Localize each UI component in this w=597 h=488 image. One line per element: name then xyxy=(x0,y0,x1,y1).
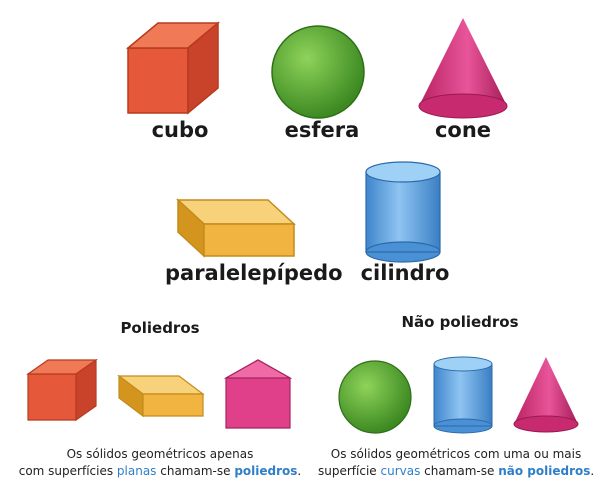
esfera-label: esfera xyxy=(284,118,360,142)
curvas-highlight: curvas xyxy=(380,464,421,478)
caption-text: chamam-se xyxy=(156,464,235,478)
cilindro-label: cilindro xyxy=(360,261,450,285)
nao-poliedros-highlight: não poliedros xyxy=(498,464,591,478)
cylinder-shape xyxy=(365,161,441,263)
nao-poliedros-caption-line2: superfície curvas chamam-se não poliedro… xyxy=(318,463,594,480)
cone-label: cone xyxy=(434,118,492,142)
caption-text: superfície xyxy=(318,464,381,478)
caption-text: com superfícies xyxy=(18,464,117,478)
cone-shape xyxy=(418,18,508,119)
nao-poliedros-caption: Os sólidos geométricos com uma ou mais s… xyxy=(318,446,594,480)
sphere-shape xyxy=(271,25,365,119)
cubo-label: cubo xyxy=(151,118,209,142)
nao-poliedros-caption-line1: Os sólidos geométricos com uma ou mais xyxy=(330,447,582,461)
cube-shape xyxy=(125,21,221,115)
paralelepipedo-label: paralelepípedo xyxy=(165,261,343,285)
small-cube-shape xyxy=(26,358,98,422)
poliedros-caption-line1: Os sólidos geométricos apenas xyxy=(66,447,254,461)
planas-highlight: planas xyxy=(116,464,157,478)
small-cone-shape xyxy=(513,357,579,433)
poliedros-caption-line2: com superfícies planas chamam-se poliedr… xyxy=(10,463,310,480)
caption-text: chamam-se xyxy=(420,464,499,478)
caption-text: . xyxy=(590,464,595,478)
poliedros-caption: Os sólidos geométricos apenas com superf… xyxy=(10,446,310,480)
poliedros-highlight: poliedros xyxy=(234,464,298,478)
small-box-shape xyxy=(117,374,205,418)
nao-poliedros-heading: Não poliedros xyxy=(401,313,519,331)
small-sphere-shape xyxy=(338,360,412,434)
poliedros-heading: Poliedros xyxy=(120,319,200,337)
paralelepipedo-shape xyxy=(176,198,296,258)
caption-text: . xyxy=(297,464,302,478)
small-cylinder-shape xyxy=(433,356,493,434)
prism-shape xyxy=(223,359,293,429)
